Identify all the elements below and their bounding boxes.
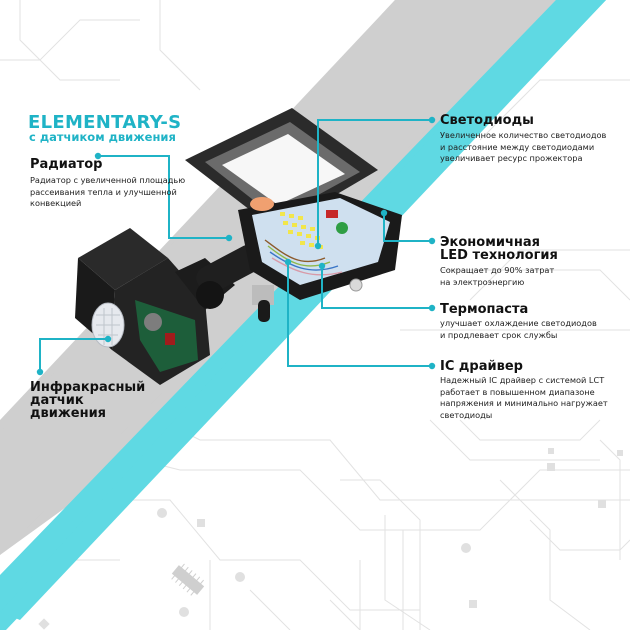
callout-ir-sensor-title: Инфракрасный датчик движения (30, 381, 145, 420)
desc-line: светодиоды (440, 409, 493, 420)
desc-line: Радиатор с увеличенной площадью (30, 175, 186, 185)
product-title: ELEMENTARY-S (28, 112, 182, 133)
callout-leds-desc: Увеличенное количество светодиодов и рас… (440, 130, 606, 165)
connector-economy (383, 213, 432, 242)
callout-thermal-paste-title: Термопаста (440, 302, 529, 317)
desc-line: работает в повышенном диапазоне (440, 386, 595, 397)
title-line: Инфракрасный (30, 380, 146, 395)
mount-arm (175, 244, 263, 310)
pir-lens (91, 302, 125, 348)
callout-ic-driver-title: IC драйвер (440, 359, 523, 374)
desc-line: Увеличенное количество светодиодов (440, 130, 607, 140)
title-line: датчик (30, 393, 84, 408)
connector-ir-sensor (39, 338, 108, 372)
product-subtitle: с датчиком движения (29, 130, 176, 144)
title-line: LED технология (440, 248, 558, 263)
desc-line: рассеивания тепла и улучшенной (30, 186, 177, 197)
callout-radiator-title: Радиатор (30, 157, 103, 172)
connector-radiator (98, 155, 229, 239)
desc-line: увеличивает ресурс прожектора (440, 153, 583, 163)
circuit-pads (38, 448, 623, 630)
desc-line: на электроэнергию (440, 276, 525, 287)
desc-line: конвекцией (30, 198, 82, 208)
callout-ic-driver-desc: Надежный IC драйвер с системой LCT работ… (440, 375, 608, 421)
title-line: Экономичная (440, 235, 540, 250)
desc-line: и продлевает срок службы (440, 329, 558, 340)
desc-line: Надежный IC драйвер с системой LCT (440, 375, 605, 385)
connector-thermal-paste (321, 266, 432, 309)
desc-line: Сокращает до 90% затрат (440, 265, 555, 275)
title-line: движения (30, 406, 107, 421)
microchip-graphic (171, 563, 205, 596)
desc-line: и расстояние между светодиодами (440, 141, 595, 152)
callout-leds-title: Светодиоды (440, 113, 534, 128)
connector-ic-driver (287, 262, 432, 367)
callout-radiator-desc: Радиатор с увеличенной площадью рассеива… (30, 175, 185, 210)
desc-line: улучшает охлаждение светодиодов (440, 318, 597, 328)
callout-economy-title: Экономичная LED технология (440, 236, 558, 262)
callout-economy-desc: Сокращает до 90% затрат на электроэнерги… (440, 265, 554, 288)
cable-gland (252, 278, 363, 322)
floodlight-body (185, 108, 402, 300)
connector-leds (317, 119, 432, 246)
callout-thermal-paste-desc: улучшает охлаждение светодиодов и продле… (440, 318, 597, 341)
desc-line: напряжения и минимально нагружает (440, 398, 608, 408)
